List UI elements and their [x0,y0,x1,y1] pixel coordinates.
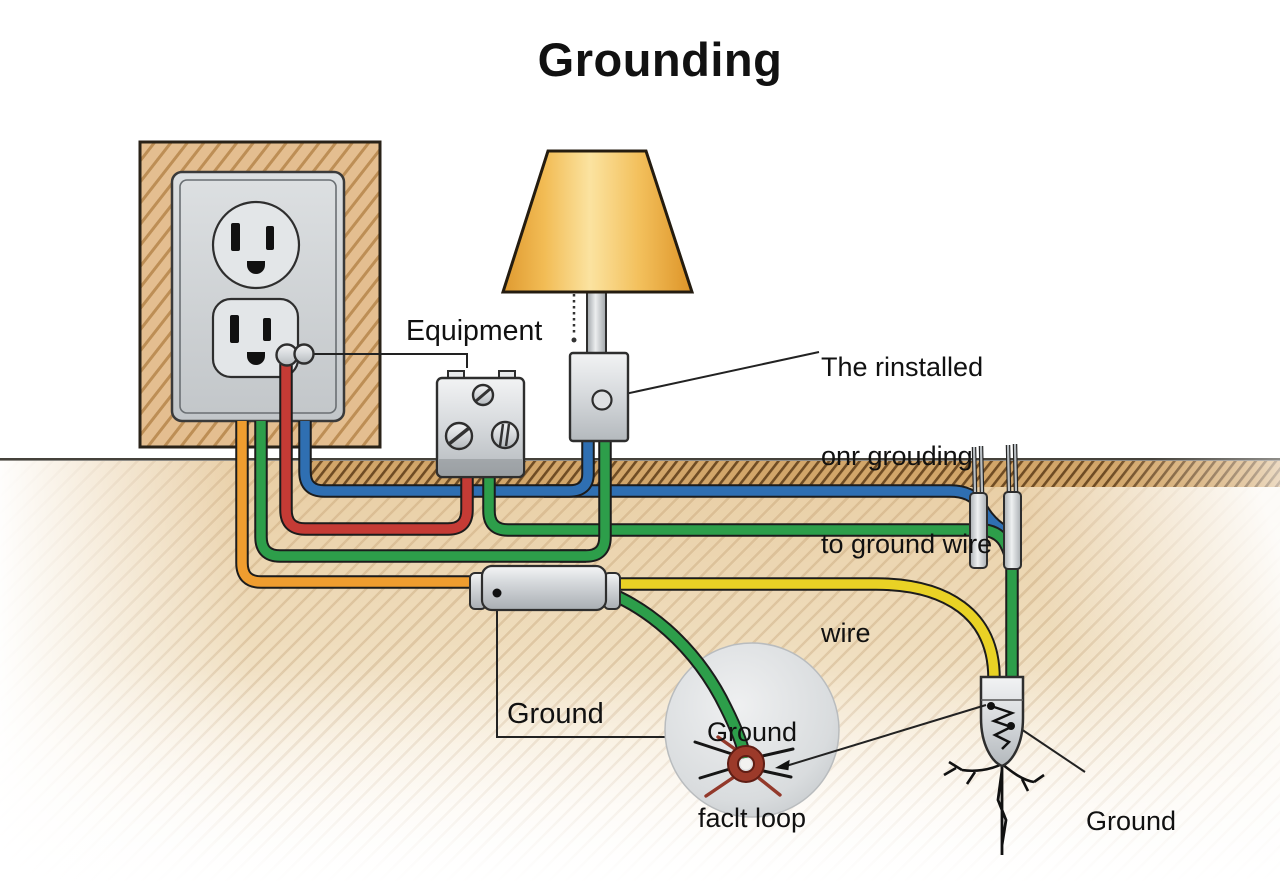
ground-hole-icon [247,352,265,365]
equipment-leader-line [311,353,468,368]
lamp-knob [591,389,613,411]
ground-bond-cylinder [469,564,621,612]
screw-icon [490,420,520,450]
equipment-label: Equipment [406,315,543,347]
electrode-label-line: Ground [1086,806,1177,836]
lamp-shade [500,149,695,294]
lamp-note-line: wire [821,617,871,648]
arrowhead-icon [775,759,790,771]
box-shadow-band [439,459,522,475]
lamp-note-leader-line [610,351,820,398]
faceplate-inner-line [179,179,337,414]
electrode-leader-line [1020,728,1086,773]
rod-prong-wires [971,443,1019,494]
wire-blue-lamp [544,441,595,498]
screw-icon [471,383,495,407]
terminal-screw-icon [293,343,315,365]
ground-hole-icon [247,261,265,274]
wire-green-lamp [560,441,612,563]
slot-icon [230,315,239,343]
fault-ring [693,735,795,798]
lamp-note-line: onr grouding [821,440,973,471]
fault-loop-line: faclt loop [697,802,807,833]
wire-orange [235,421,483,589]
ground-label: Ground [507,698,604,730]
wire-yellow [610,577,1001,679]
lamp-pole [586,291,607,355]
ground-rods [969,443,1022,570]
ground-level-line [0,458,1280,461]
fault-loop-line: Ground [706,717,798,747]
slot-icon [266,226,274,250]
electrode-label-line: electrode [1086,894,1197,896]
wall-outlet [138,140,382,449]
leader-dot [492,588,502,598]
electrode-roots [943,760,1003,785]
wire-blue [298,421,1011,540]
electrode-roots [1001,762,1045,792]
ground-electrode [943,675,1045,855]
slot-icon [231,223,240,251]
fault-loop-label: Ground faclt loop [667,661,837,889]
fault-arrow [775,704,987,771]
lamp-note-line: The rinstalled [821,352,984,382]
slot-icon [263,318,271,341]
fault-spark-black [693,740,795,780]
wire-green-outlet [254,421,586,563]
electrode-roots [996,766,1008,855]
equipment-plug [435,370,526,479]
table-lamp [500,149,695,443]
ground-electrode-label: Ground electrode [1086,749,1197,896]
wire-green-fault [576,576,752,760]
lamp-note-label: The rinstalled onr grouding to ground wi… [821,294,992,707]
lamp-note-line: to ground wire [821,529,993,559]
ground-leader-line [496,597,665,738]
diagram-title: Grounding [537,33,783,86]
wire-red [279,364,474,536]
upper-receptacle [211,200,301,290]
screw-icon [444,421,474,451]
pull-chain-tip [571,337,577,343]
